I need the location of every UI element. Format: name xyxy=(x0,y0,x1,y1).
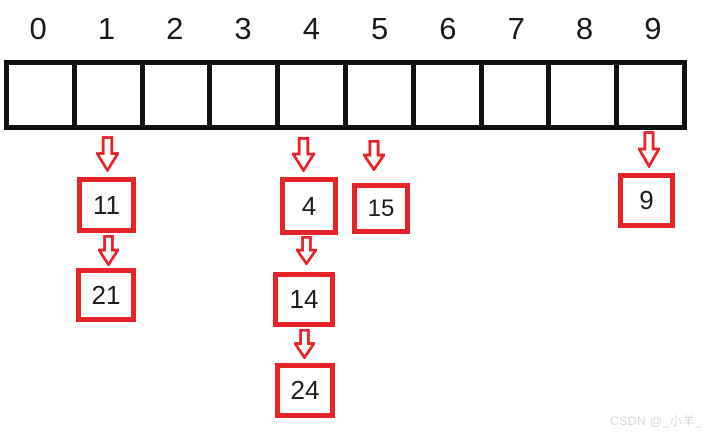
down-block-arrow-icon xyxy=(638,131,660,168)
bucket-cell-1 xyxy=(77,65,145,125)
node-value: 15 xyxy=(367,194,395,222)
bucket-cell-3 xyxy=(212,65,281,125)
index-label-1: 1 xyxy=(97,11,116,46)
bucket-cell-2 xyxy=(145,65,213,125)
index-label-8: 8 xyxy=(575,11,594,46)
node-box-24: 24 xyxy=(275,363,335,418)
down-block-arrow-icon xyxy=(98,235,119,266)
node-value: 21 xyxy=(91,279,121,310)
node-box-4: 4 xyxy=(280,177,338,235)
index-label-4: 4 xyxy=(302,11,320,46)
bucket-cell-8 xyxy=(551,65,620,125)
index-label-7: 7 xyxy=(507,11,525,46)
down-block-arrow-icon xyxy=(296,236,317,265)
index-label-0: 0 xyxy=(29,11,47,46)
bucket-cell-5 xyxy=(348,65,416,125)
index-label-6: 6 xyxy=(439,11,457,46)
index-label-3: 3 xyxy=(234,11,252,46)
bucket-cell-0 xyxy=(9,65,77,125)
node-box-21: 21 xyxy=(76,268,136,322)
down-block-arrow-icon xyxy=(96,136,119,172)
index-label-2: 2 xyxy=(166,11,184,46)
node-value: 4 xyxy=(301,190,317,221)
bucket-cell-9 xyxy=(619,65,682,125)
bucket-array xyxy=(4,60,687,130)
down-block-arrow-icon xyxy=(294,329,315,359)
down-block-arrow-icon xyxy=(363,140,385,171)
node-value: 9 xyxy=(639,185,654,215)
node-box-9: 9 xyxy=(618,173,675,228)
watermark: CSDN @_小羊_ xyxy=(610,414,702,428)
index-label-9: 9 xyxy=(644,11,662,46)
node-value: 11 xyxy=(93,189,120,220)
index-label-row: 0 1 2 3 4 5 6 7 8 9 xyxy=(4,6,687,52)
bucket-cell-4 xyxy=(280,65,348,125)
node-value: 24 xyxy=(290,375,320,405)
bucket-cell-7 xyxy=(484,65,552,125)
node-box-14: 14 xyxy=(273,272,335,327)
node-box-15: 15 xyxy=(352,183,410,234)
node-value: 14 xyxy=(289,284,319,314)
index-label-5: 5 xyxy=(371,11,389,46)
node-box-11: 11 xyxy=(77,177,136,233)
bucket-cell-6 xyxy=(416,65,484,125)
down-block-arrow-icon xyxy=(292,137,315,172)
